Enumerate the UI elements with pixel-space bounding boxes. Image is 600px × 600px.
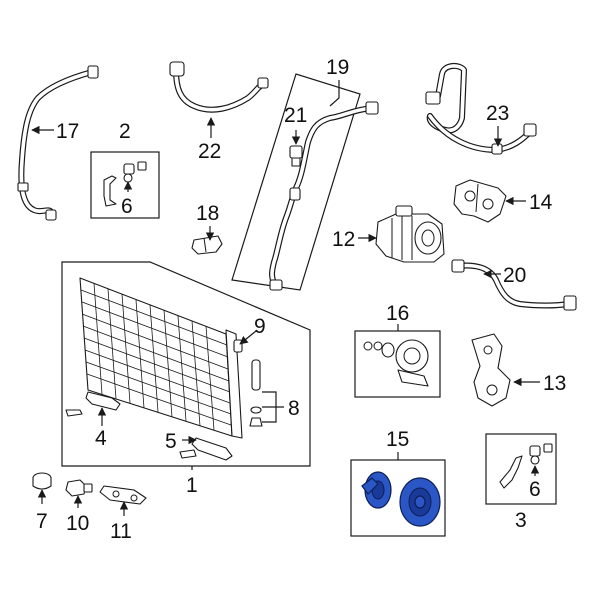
callout-5: 5	[165, 430, 177, 453]
callout-15: 15	[386, 428, 409, 451]
leader-19	[329, 80, 340, 107]
callout-21: 21	[284, 104, 307, 127]
callout-10: 10	[66, 512, 89, 535]
callout-13: 13	[543, 372, 566, 395]
callout-8: 8	[288, 397, 300, 420]
callout-14: 14	[529, 191, 553, 214]
part-8-dryer[interactable]	[249, 359, 263, 427]
leader-8	[262, 391, 284, 423]
callout-4: 4	[95, 427, 107, 450]
part-11-bracket[interactable]	[99, 485, 147, 505]
part-15-clutch[interactable]	[361, 471, 441, 527]
callout-18: 18	[196, 202, 219, 225]
callout-22: 22	[198, 140, 221, 163]
part-14-bracket[interactable]	[453, 179, 507, 223]
part-21-sensor[interactable]	[289, 145, 303, 167]
part-5-bracket[interactable]	[179, 437, 233, 461]
callout-12: 12	[332, 228, 355, 251]
part-7-cap[interactable]	[32, 472, 52, 490]
callout-20: 20	[503, 264, 526, 287]
callout-1: 1	[186, 474, 198, 497]
part-23-hose[interactable]	[425, 62, 537, 155]
callout-17: 17	[56, 120, 79, 143]
callout-23: 23	[486, 102, 509, 125]
part-20-hose[interactable]	[451, 259, 577, 311]
part-10-sensor[interactable]	[65, 479, 93, 497]
callout-19: 19	[326, 56, 349, 79]
callout-11: 11	[110, 520, 132, 543]
part-16-box	[354, 330, 441, 398]
callout-2: 2	[119, 120, 131, 143]
part-3-box	[485, 433, 557, 505]
part-18-bracket[interactable]	[191, 235, 223, 255]
callout-16: 16	[386, 302, 409, 325]
part-3-pipe[interactable]	[499, 443, 553, 489]
callout-7: 7	[36, 510, 48, 533]
part-12-compressor[interactable]	[375, 205, 445, 263]
callout-9: 9	[254, 315, 266, 338]
leader-9	[239, 330, 257, 345]
part-19-pipe[interactable]	[269, 101, 379, 291]
part-16-coil-kit[interactable]	[363, 339, 429, 387]
part-2-box	[90, 151, 160, 219]
part-17-hose[interactable]	[17, 65, 99, 221]
part-4-bracket[interactable]	[65, 391, 121, 417]
callout-6a: 6	[121, 195, 133, 218]
part-13-bracket[interactable]	[471, 333, 511, 407]
callout-3: 3	[515, 509, 527, 532]
callout-6b: 6	[529, 478, 541, 501]
part-1-condenser[interactable]	[79, 277, 243, 439]
part-22-hose[interactable]	[169, 61, 269, 113]
part-1-box	[61, 261, 311, 467]
part-9-seal[interactable]	[233, 339, 243, 353]
